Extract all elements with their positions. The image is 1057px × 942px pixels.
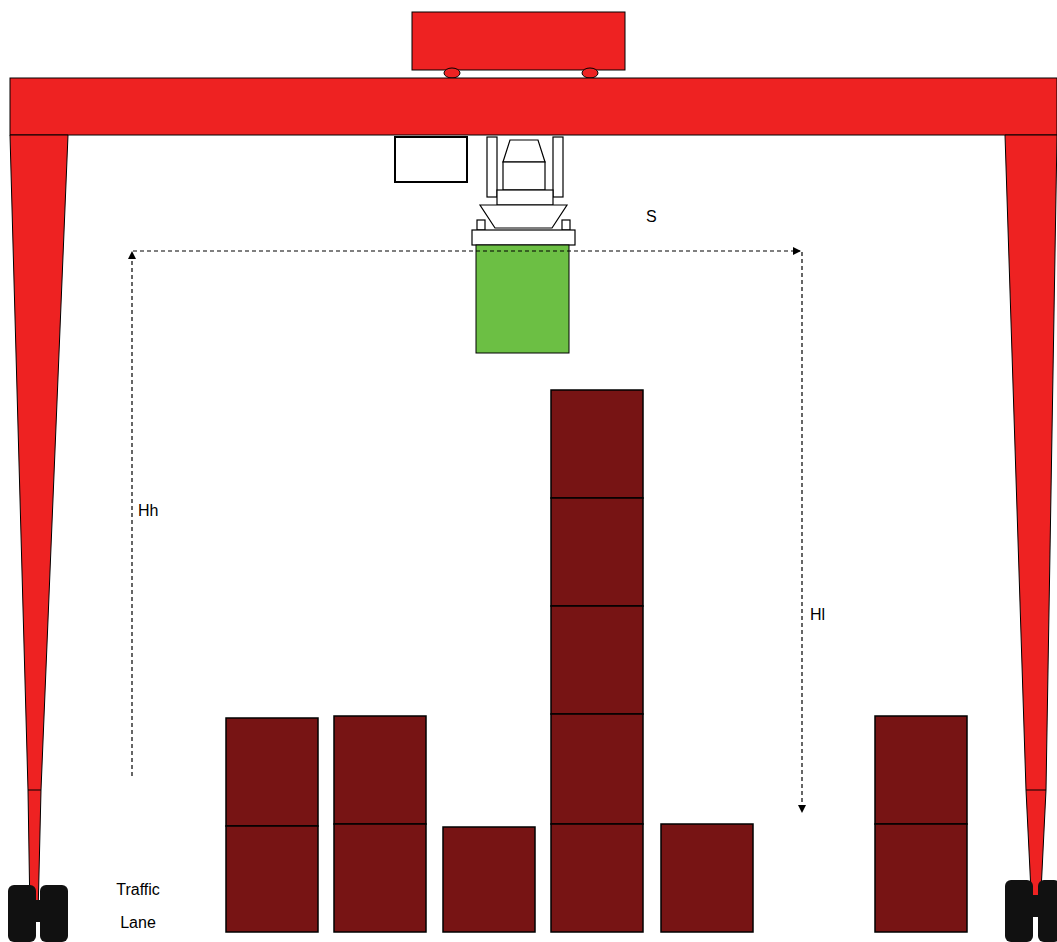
lift-height-label: Hh [138,496,158,526]
lane-label: Traffic Lane [100,873,176,940]
span-label: S [646,202,657,232]
lowering-height-label: Hl [810,600,825,630]
